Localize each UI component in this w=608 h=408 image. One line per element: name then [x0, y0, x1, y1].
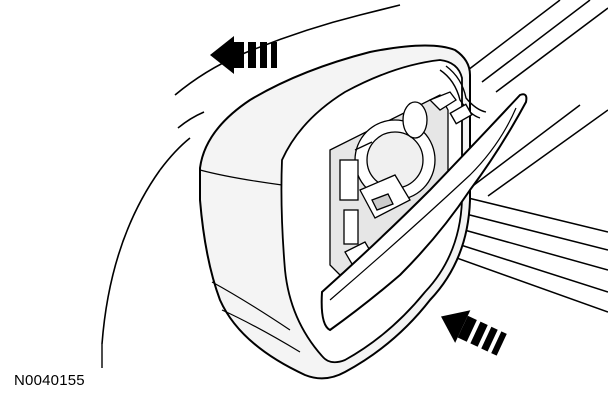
housing-shading	[199, 169, 301, 353]
mirror-glass-edge	[329, 107, 517, 301]
figure-reference-id: N0040155	[14, 372, 85, 389]
arrow-down-left-icon	[440, 310, 507, 356]
arrow-left-icon	[210, 36, 277, 74]
door-frame	[439, 0, 608, 313]
wiring-harness	[439, 65, 487, 125]
mirror-actuator	[329, 91, 457, 276]
mirror-glass	[320, 93, 528, 332]
